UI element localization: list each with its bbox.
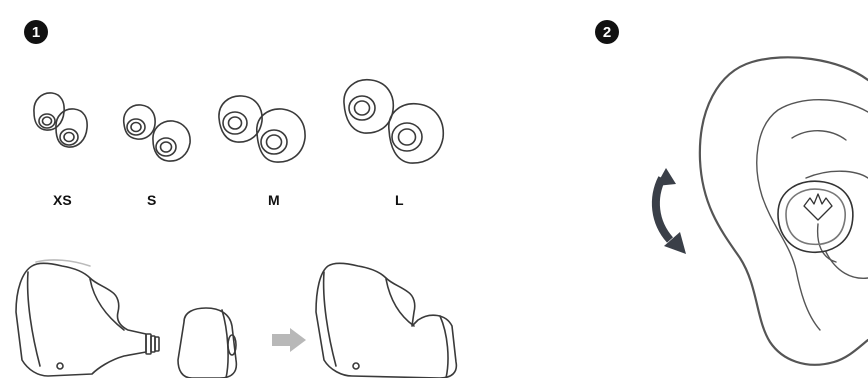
curved-double-arrow-icon	[656, 168, 686, 254]
step-1-badge: 1	[24, 20, 48, 44]
ear-tip-m-back	[219, 96, 262, 142]
crown-logo-icon	[804, 194, 832, 220]
loose-ear-tip	[178, 308, 236, 378]
size-label-s: S	[147, 192, 156, 208]
ear-tip-l-pair	[344, 80, 443, 163]
step-number: 2	[603, 24, 611, 41]
ear-tip-s-pair	[124, 105, 190, 161]
ear-tip-s-back	[124, 105, 155, 139]
size-label-m: M	[268, 192, 280, 208]
step-2-badge: 2	[595, 20, 619, 44]
ear-tip-xs-front	[56, 109, 87, 147]
ear-tip-m-front	[257, 109, 305, 162]
size-label-l: L	[395, 192, 404, 208]
ear-tip-m-pair	[219, 96, 305, 162]
ear-tip-l-back	[344, 80, 393, 133]
ear-tip-l-front	[389, 104, 443, 163]
right-arrow-icon	[272, 328, 306, 352]
ear-tip-xs-pair	[34, 93, 87, 147]
earbud-with-tip	[316, 263, 456, 378]
ear-tip-s-front	[153, 121, 190, 161]
earbud-without-tip	[16, 260, 159, 376]
ear-tip-xs-back	[34, 93, 64, 130]
step-number: 1	[32, 24, 40, 41]
ear-illustration	[700, 57, 868, 364]
size-label-xs: XS	[53, 192, 72, 208]
